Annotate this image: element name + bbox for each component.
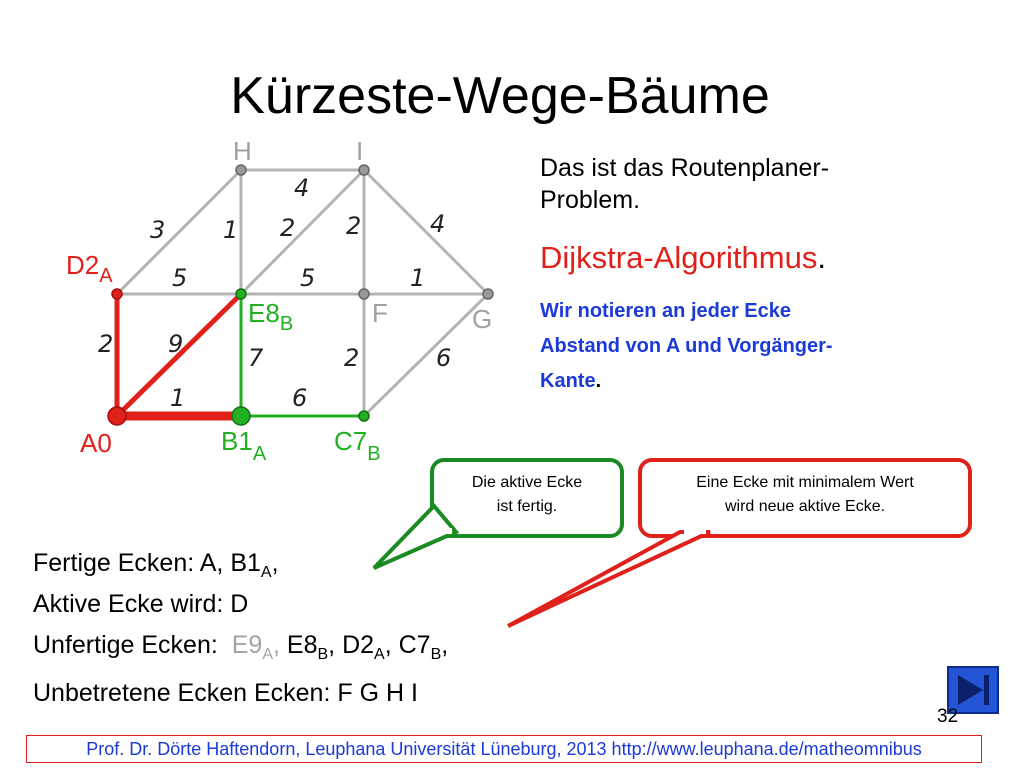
note-line-3: Kante. [540, 370, 602, 392]
callout-new-active: Eine Ecke mit minimalem Wert wird neue a… [638, 458, 972, 538]
vertex-label-c: C7B [334, 426, 381, 465]
vertex-label-e: E8B [248, 298, 293, 335]
weight-e-b: 7 [248, 344, 264, 372]
vertex-a [107, 406, 127, 426]
slide-title: Kürzeste-Wege-Bäume [230, 67, 770, 125]
weight-i-g: 4 [430, 210, 445, 238]
fertige-ecken: Fertige Ecken: A, B1A, [33, 549, 279, 581]
weight-c-g: 6 [436, 344, 451, 372]
skip-next-icon [958, 675, 989, 705]
weight-e-i: 2 [280, 214, 295, 242]
vertex-c [358, 410, 370, 422]
vertex-e [235, 288, 247, 300]
weight-h-i: 4 [294, 174, 309, 202]
vertex-g [482, 288, 494, 300]
unfertige-label: Unfertige Ecken: [33, 631, 232, 659]
vertex-label-a: A0 [80, 428, 112, 458]
edge-i-g [362, 168, 490, 296]
weight-f-g: 1 [410, 264, 425, 292]
callout-green-line-1: Die aktive Ecke [471, 474, 583, 491]
vertex-d [111, 288, 123, 300]
note-line-2: Abstand von A und Vorgänger- [540, 335, 833, 357]
footer-credit: Prof. Dr. Dörte Haftendorn, Leuphana Uni… [26, 735, 982, 763]
vertex-b [231, 406, 251, 426]
vertex-i [358, 164, 370, 176]
vertex-f [358, 288, 370, 300]
aktive-ecke: Aktive Ecke wird: D [33, 590, 249, 618]
vertex-label-g: G [472, 304, 492, 334]
unfertig-c7: C7B, [398, 631, 449, 663]
weight-f-c: 2 [344, 344, 359, 372]
edge-d-h [115, 168, 243, 296]
algorithm-name: Dijkstra-Algorithmus [540, 240, 818, 275]
vertex-label-f: F [372, 298, 388, 328]
unbetretene-ecken: Unbetretene Ecken Ecken: F G H I [33, 679, 418, 707]
edge-a-e [115, 292, 243, 418]
vertex-label-h: H [233, 136, 252, 166]
weight-h-e: 1 [223, 216, 238, 244]
algorithm-dot: . [817, 240, 826, 275]
weight-d-e: 5 [172, 264, 187, 292]
algorithm-heading: Dijkstra-Algorithmus. [540, 240, 826, 276]
edge-e-i [239, 168, 366, 296]
vertex-label-i: I [356, 136, 363, 166]
weight-a-b: 1 [170, 384, 185, 412]
callout-green-line-2: ist fertig. [496, 498, 558, 515]
weight-e-f: 5 [300, 264, 315, 292]
unfertig-e9: E9A, [231, 631, 280, 663]
unfertige-ecken: Unfertige Ecken: E9A, E8B, D2A, C7B, [33, 630, 448, 670]
unfertig-d2: D2A, [342, 631, 392, 663]
vertex-h [235, 164, 247, 176]
callout-red-line-1: Eine Ecke mit minimalem Wert [696, 474, 914, 491]
weight-d-h: 3 [150, 216, 165, 244]
next-slide-button[interactable] [947, 666, 999, 714]
problem-statement: Das ist das Routenplaner- Problem. [540, 152, 829, 216]
callout-active-done: Die aktive Ecke ist fertig. [430, 458, 624, 538]
page-number: 32 [937, 706, 959, 727]
callout-tail-green [372, 503, 460, 570]
vertex-label-d: D2A [66, 250, 113, 287]
weight-a-e: 9 [168, 330, 183, 358]
problem-line-1: Das ist das Routenplaner- [540, 154, 830, 182]
vertex-label-b: B1A [221, 426, 267, 465]
callout-tail-red [507, 530, 711, 628]
weight-b-c: 6 [292, 384, 307, 412]
weight-i-f: 2 [346, 212, 361, 240]
weight-a-d: 2 [98, 330, 113, 358]
edge-c-g [362, 292, 490, 418]
problem-line-2: Problem. [540, 186, 641, 214]
callout-red-line-2: wird neue aktive Ecke. [724, 498, 886, 515]
unfertig-e8: E8B, [286, 631, 336, 663]
note-line-1: Wir notieren an jeder Ecke [540, 300, 792, 322]
notation-note: Wir notieren an jeder Ecke Abstand von A… [540, 294, 980, 399]
